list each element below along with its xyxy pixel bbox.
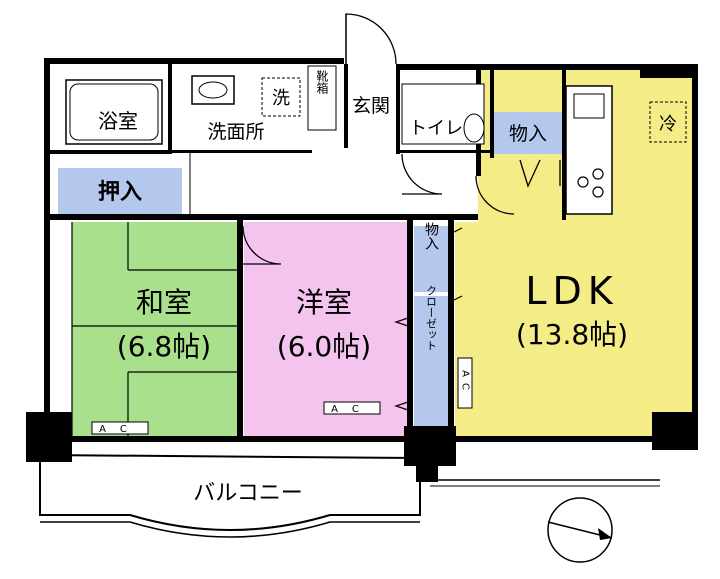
ac-yoshitsu-label: AC — [331, 404, 373, 415]
fridge-space — [649, 101, 687, 143]
closet-door-marks — [394, 227, 463, 411]
ac-ldk-label: AC — [460, 370, 471, 396]
closet-label: クローゼット — [425, 285, 438, 351]
bath-label: 浴室 — [98, 109, 138, 133]
entrance-label: 玄関 — [352, 95, 390, 117]
washroom-label: 洗面所 — [207, 121, 264, 143]
shoe-box — [307, 65, 337, 131]
ac-ldk: AC — [457, 357, 473, 409]
washitsu-size-label: (6.8帖) — [117, 330, 211, 363]
washitsu-room — [72, 222, 240, 437]
compass-icon — [547, 497, 613, 563]
balcony — [39, 453, 660, 538]
toilet-fixture — [401, 83, 485, 145]
storage-side-room — [414, 226, 448, 292]
fridge-label: 冷 — [659, 114, 677, 135]
balcony-label: バルコニー — [193, 481, 303, 506]
wash-basin — [191, 75, 235, 105]
ac-yoshitsu: AC — [323, 401, 381, 415]
ldk-size-label: (13.8帖) — [516, 318, 628, 351]
walls — [26, 58, 698, 482]
kitchen-counter — [565, 85, 613, 215]
ac-washitsu: AC — [91, 421, 149, 435]
bathtub — [65, 79, 163, 145]
doors — [242, 13, 561, 265]
closet-oshiire-room — [58, 168, 182, 214]
closet-oshiire-label: 押入 — [98, 179, 142, 205]
storage-side-label: 物入 — [423, 222, 439, 250]
yoshitsu-label: 洋室 — [296, 286, 352, 319]
closet-room — [414, 296, 448, 436]
ac-washitsu-label: AC — [99, 424, 141, 435]
shoe-box-label: 靴箱 — [315, 70, 329, 94]
entrance-floor — [348, 70, 394, 146]
ldk-label: LDK — [525, 269, 618, 313]
yoshitsu-size-label: (6.0帖) — [277, 330, 371, 363]
ldk-room — [455, 70, 692, 440]
yoshitsu-room — [244, 222, 408, 437]
storage-top-room — [494, 112, 562, 154]
toilet-label: トイレ — [409, 118, 463, 139]
storage-top-label: 物入 — [509, 123, 547, 145]
washer-space — [261, 77, 301, 117]
washer-label: 洗 — [272, 88, 290, 109]
washitsu-label: 和室 — [136, 286, 192, 319]
